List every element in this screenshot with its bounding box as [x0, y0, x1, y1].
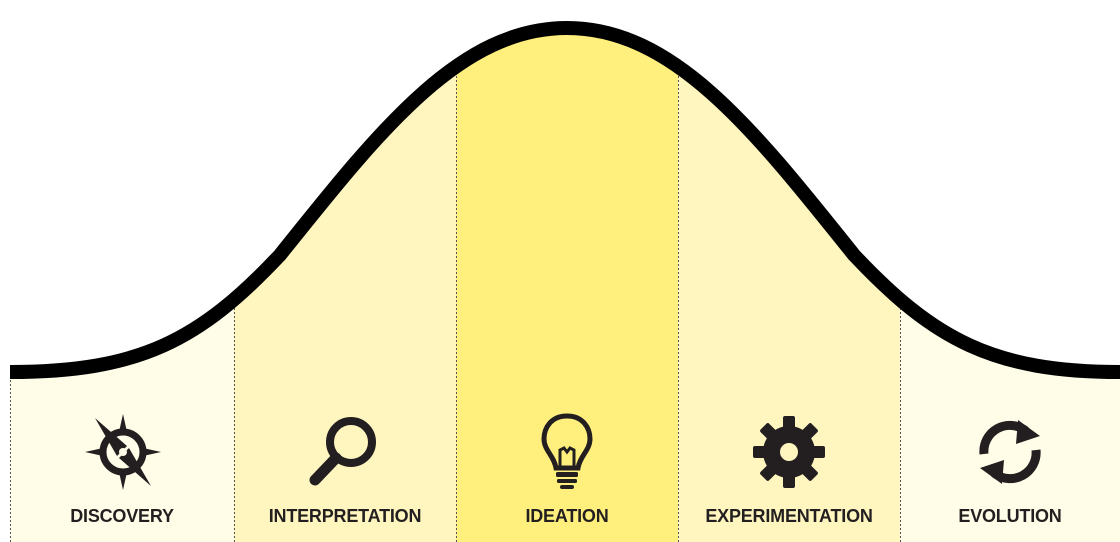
phase-label-evolution: EVOLUTION [958, 506, 1062, 526]
band-ideation [456, 28, 678, 542]
phase-label-discovery: DISCOVERY [70, 506, 174, 526]
bell-curve-line [9, 20, 1120, 379]
refresh-arrows-icon [970, 412, 1050, 492]
phase-label-ideation: IDEATION [525, 506, 609, 526]
compass-icon [83, 412, 163, 492]
lightbulb-icon [527, 412, 607, 492]
phase-label-interpretation: INTERPRETATION [268, 506, 422, 526]
phase-label-experimentation: EXPERIMENTATION [705, 506, 873, 526]
gear-icon [749, 412, 829, 492]
magnifying-glass-icon [305, 412, 385, 492]
